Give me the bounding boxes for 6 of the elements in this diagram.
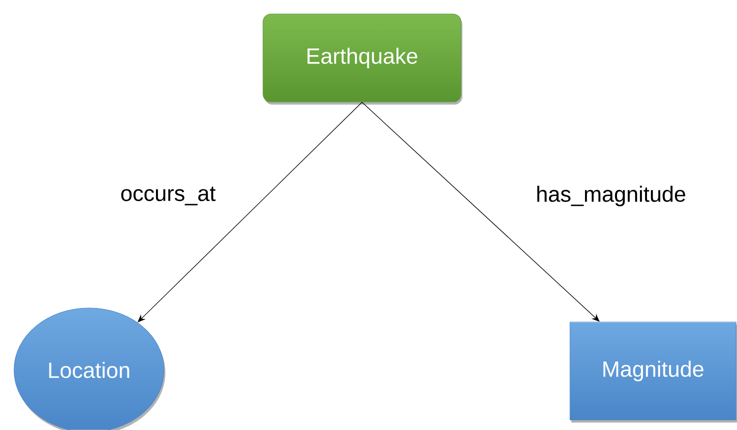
process-box: Magnitude: [570, 322, 737, 423]
ellipse-node: Location: [14, 308, 166, 430]
rounded-box: Earthquake: [262, 14, 462, 105]
edge-label: has_magnitude: [533, 183, 689, 209]
edge-label: occurs_at: [118, 184, 218, 208]
arrow: [138, 102, 362, 322]
